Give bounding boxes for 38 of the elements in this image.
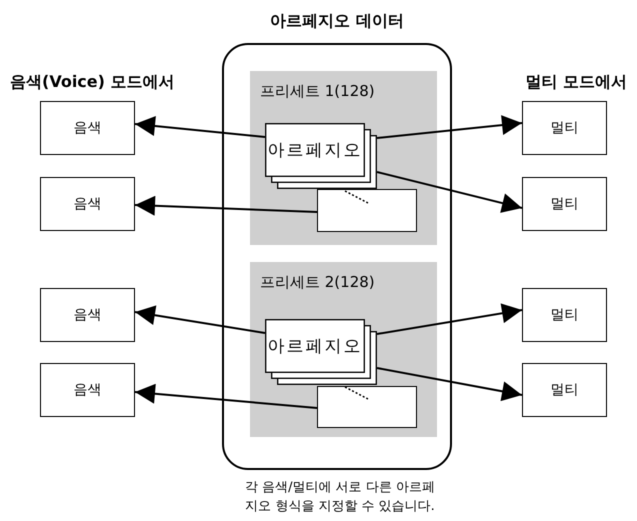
- mode-box: [522, 101, 607, 155]
- stacked-card: [317, 386, 417, 428]
- preset-panel: [250, 262, 437, 437]
- stacked-card: [317, 189, 417, 232]
- preset-label: 프리세트 1(128): [260, 82, 375, 101]
- arpeggio-card-stack: [265, 123, 377, 189]
- arpeggio-card-stack: [265, 319, 377, 385]
- preset-label: 프리세트 2(128): [260, 273, 375, 292]
- heading: 아르페지오 데이터: [270, 11, 404, 32]
- box-label: 음색: [74, 195, 102, 213]
- box-label: 멀티: [550, 195, 578, 213]
- arrow: [134, 305, 266, 334]
- arrow: [134, 196, 318, 216]
- arrow: [376, 171, 522, 213]
- card-label: 아르페지오: [268, 140, 362, 162]
- mode-heading: 음색(Voice) 모드에서: [10, 72, 175, 93]
- arrow: [376, 115, 522, 139]
- box-label: 멀티: [550, 306, 578, 324]
- arrow: [376, 367, 522, 402]
- box-label: 음색: [74, 381, 102, 399]
- box-label: 멀티: [550, 381, 578, 399]
- arrow: [134, 116, 266, 138]
- box-label: 음색: [74, 119, 102, 137]
- arrow: [134, 384, 318, 409]
- mode-heading: 멀티 모드에서: [525, 72, 627, 93]
- mode-box: [40, 288, 135, 342]
- mode-box: [522, 363, 607, 417]
- card-label: 아르페지오: [268, 336, 362, 358]
- arrow: [376, 303, 522, 335]
- caption: 각 음색/멀티에 서로 다른 아르페지오 형식을 지정할 수 있습니다.: [244, 479, 436, 516]
- mode-box: [40, 177, 135, 231]
- preset-panel: [250, 71, 437, 245]
- box-label: 멀티: [550, 119, 578, 137]
- mode-box: [522, 177, 607, 231]
- box-label: 음색: [74, 306, 102, 324]
- mode-box: [40, 101, 135, 155]
- mode-box: [522, 288, 607, 342]
- mode-box: [40, 363, 135, 417]
